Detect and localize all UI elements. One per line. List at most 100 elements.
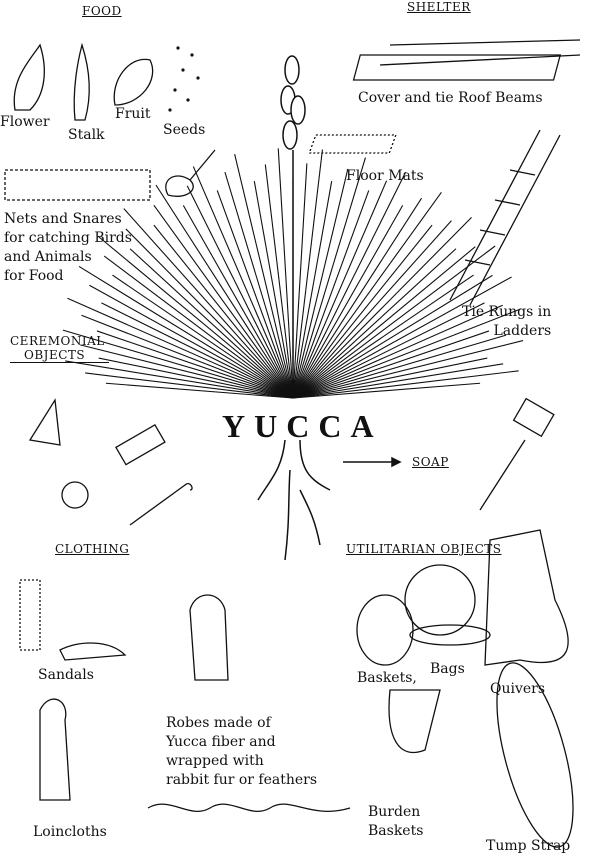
yucca-leaf — [292, 363, 504, 399]
yucca-leaf — [292, 245, 496, 399]
label-burden-baskets: Burden Baskets — [368, 803, 423, 841]
ceremonial-line: CEREMONIAL — [10, 334, 105, 348]
yucca-leaf — [292, 334, 507, 399]
roots — [257, 439, 331, 561]
yucca-leaf — [182, 205, 294, 399]
yucca-leaf — [292, 149, 323, 399]
yucca-leaf — [62, 329, 294, 399]
yucca-leaf — [292, 382, 481, 399]
section-utilitarian: UTILITARIAN OBJECTS — [346, 542, 502, 556]
yucca-leaf — [292, 205, 404, 399]
food-sketches — [4, 42, 216, 201]
yucca-leaf — [89, 284, 294, 399]
yucca-leaf — [234, 154, 294, 399]
yucca-leaf — [125, 228, 294, 399]
yucca-leaf — [292, 246, 476, 399]
yucca-leaf — [192, 166, 294, 399]
yucca-leaf — [96, 330, 294, 399]
yucca-leaf — [123, 208, 294, 399]
yucca-leaf — [253, 181, 294, 399]
yucca-leaf — [292, 163, 308, 399]
yucca-leaf — [81, 314, 294, 399]
yucca-leaf — [292, 274, 493, 399]
nets-line: for catching Birds — [4, 230, 132, 246]
burden-line: Baskets — [368, 823, 424, 839]
yucca-leaf — [78, 265, 294, 399]
section-clothing: CLOTHING — [55, 542, 130, 556]
yucca-leaf — [65, 360, 294, 399]
nets-line: and Animals — [4, 249, 92, 265]
shelter-sketches — [308, 39, 581, 306]
yucca-leaves — [62, 148, 524, 399]
yucca-leaf — [153, 224, 294, 399]
yucca-leaf — [186, 185, 294, 399]
section-soap: SOAP — [412, 455, 449, 469]
yucca-leaf — [98, 357, 294, 399]
yucca-leaf — [129, 248, 294, 399]
yucca-leaf — [292, 276, 512, 399]
yucca-leaf — [292, 302, 485, 399]
label-sandals: Sandals — [38, 667, 94, 683]
yucca-leaf — [103, 255, 294, 399]
yucca-leaf — [292, 190, 370, 399]
label-fruit: Fruit — [115, 106, 151, 122]
robes-line: wrapped with — [166, 753, 264, 769]
section-ceremonial: CEREMONIAL OBJECTS — [10, 334, 109, 363]
yucca-leaf — [264, 164, 294, 399]
yucca-leaf — [224, 171, 294, 399]
page-title: YUCCA — [222, 408, 383, 444]
label-loincloths: Loincloths — [33, 824, 107, 840]
label-ladders: Tie Rungs in Ladders — [462, 303, 551, 341]
robes-line: rabbit fur or feathers — [166, 772, 318, 788]
object-sketches — [19, 397, 574, 848]
robes-line: Robes made of — [166, 715, 271, 731]
label-roof-beams: Cover and tie Roof Beams — [358, 90, 543, 106]
yucca-leaf — [292, 197, 423, 399]
soap-arrow — [343, 456, 402, 468]
yucca-leaf — [112, 274, 294, 399]
yucca-leaf — [292, 330, 490, 399]
yucca-leaf — [292, 248, 457, 399]
yucca-leaf — [216, 190, 294, 399]
yucca-leaf — [85, 372, 294, 399]
yucca-leaf — [292, 220, 452, 399]
yucca-leaf — [292, 357, 488, 399]
yucca-leaf — [292, 181, 333, 399]
yucca-leaf — [153, 204, 294, 399]
yucca-leaf — [292, 304, 503, 399]
label-stalk: Stalk — [68, 127, 105, 143]
ceremonial-line: OBJECTS — [10, 348, 109, 363]
nets-line: for Food — [4, 268, 64, 284]
yucca-leaf — [292, 340, 524, 399]
label-tump-strap: Tump Strap — [486, 838, 571, 854]
burden-line: Burden — [368, 804, 421, 820]
yucca-leaf — [277, 148, 294, 399]
ladders-line: Tie Rungs in — [462, 304, 552, 320]
label-baskets: Baskets, — [357, 670, 417, 686]
yucca-leaf — [292, 157, 366, 399]
yucca-leaf — [67, 297, 294, 399]
label-nets: Nets and Snares for catching Birds and A… — [4, 210, 132, 286]
yucca-leaf — [292, 216, 472, 399]
yucca-leaf — [292, 168, 349, 399]
yucca-leaf — [80, 344, 294, 399]
ladders-line: Ladders — [493, 323, 552, 339]
yucca-leaf — [97, 235, 294, 399]
flower-stalk — [280, 55, 306, 395]
label-quivers: Quivers — [490, 681, 546, 697]
nets-line: Nets and Snares — [4, 211, 122, 227]
label-robes: Robes made of Yucca fiber and wrapped wi… — [166, 714, 317, 790]
label-bags: Bags — [430, 661, 465, 677]
yucca-leaf — [292, 192, 442, 399]
yucca-leaf — [155, 184, 294, 399]
yucca-leaf — [292, 180, 388, 399]
yucca-leaf — [292, 171, 407, 399]
yucca-leaf — [292, 308, 522, 399]
yucca-leaf — [101, 302, 294, 399]
section-food: FOOD — [82, 4, 122, 18]
yucca-leaf — [292, 224, 433, 399]
label-seeds: Seeds — [163, 122, 206, 138]
label-flower: Flower — [0, 114, 50, 130]
section-shelter: SHELTER — [407, 0, 471, 14]
